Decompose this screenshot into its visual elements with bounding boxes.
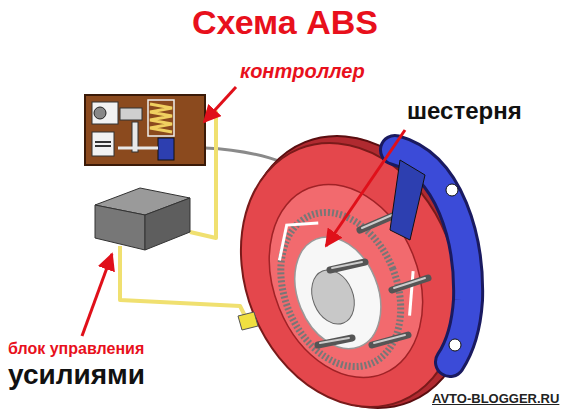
- watermark: AVTO-BLOGGER.RU: [430, 392, 561, 406]
- control-unit-cube: [95, 188, 190, 250]
- part-label: контроллер: [238, 60, 367, 82]
- brake-disc: [201, 102, 510, 420]
- brake-caliper: [390, 150, 468, 362]
- speed-sensor: [238, 312, 258, 330]
- sensor-wire: [120, 246, 246, 318]
- leader-arrow: [204, 87, 236, 122]
- diagram-title: Схема ABS: [190, 4, 380, 41]
- part-label: шестерня: [405, 98, 524, 124]
- leader-arrow: [326, 130, 405, 246]
- leader-arrow: [82, 254, 112, 336]
- part-label: блок управления: [6, 340, 146, 358]
- controller-box: [85, 95, 205, 165]
- part-label: усилиями: [6, 360, 147, 391]
